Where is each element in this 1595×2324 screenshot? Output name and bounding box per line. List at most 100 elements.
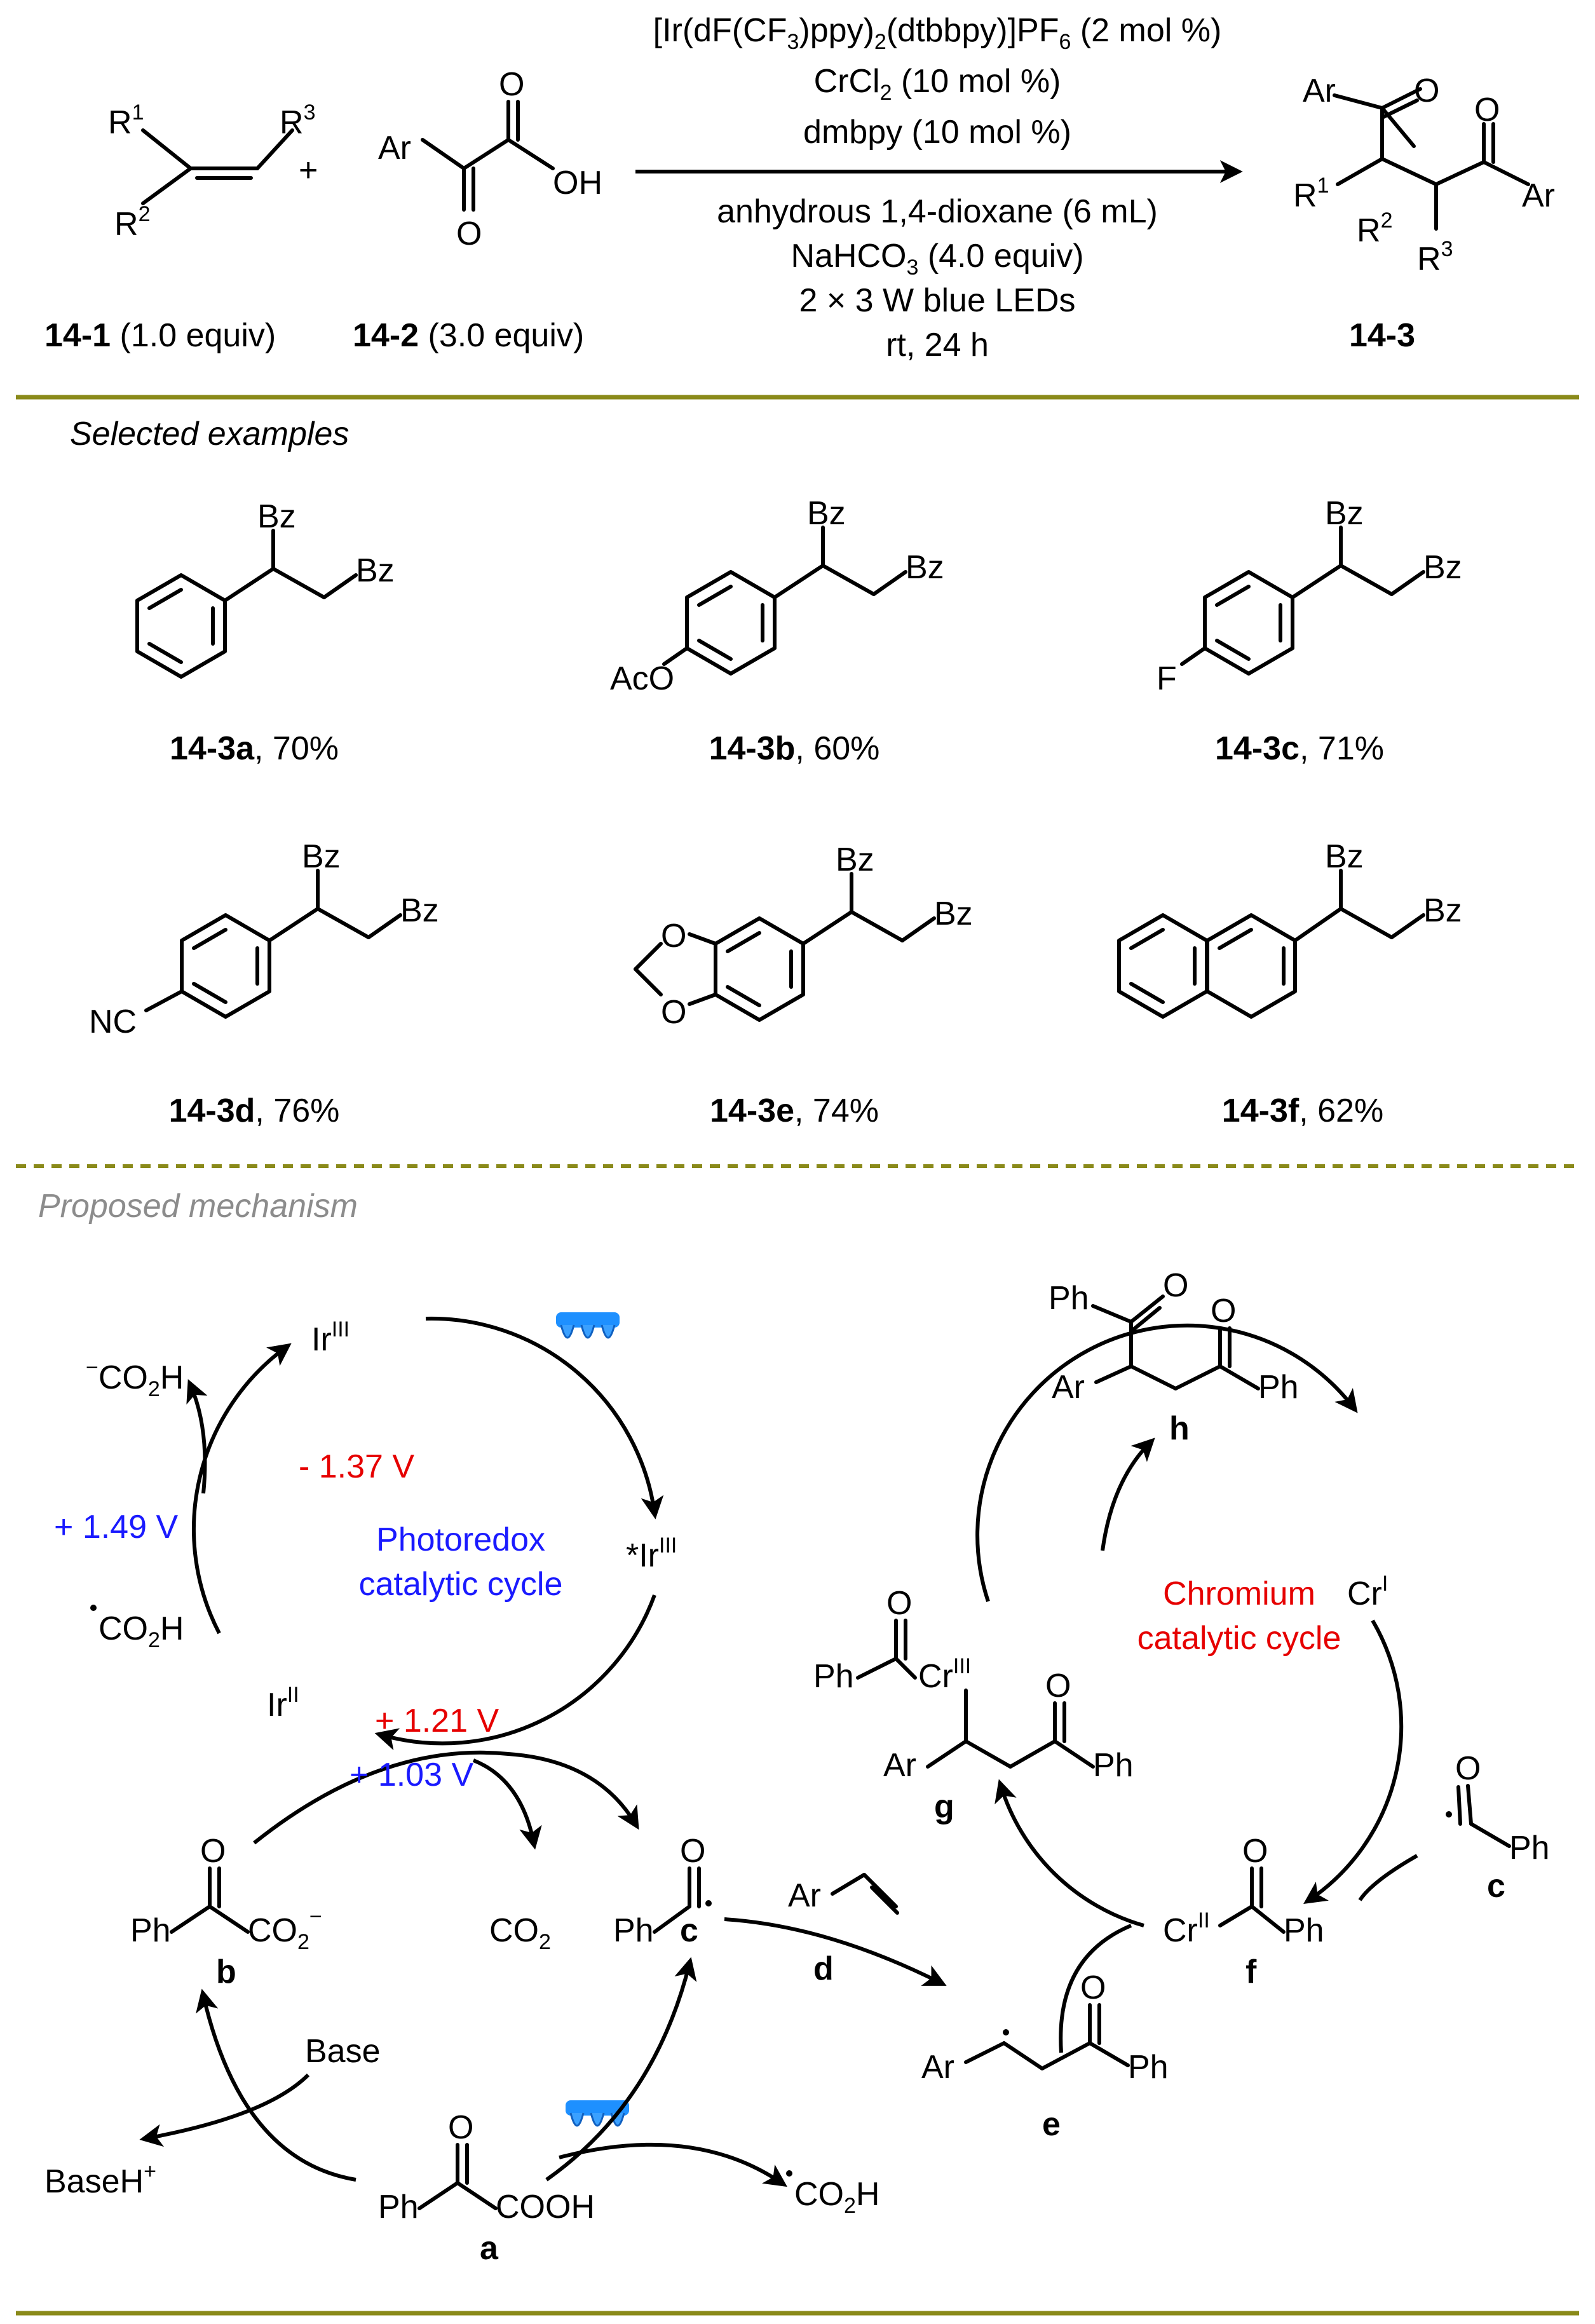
oxygen-label: O [456, 215, 482, 252]
ar-label: Ar [378, 130, 411, 166]
example-14-3c: Bz Bz F [1157, 495, 1462, 697]
potential-ir-oxidation: + 1.21 V [375, 1702, 499, 1739]
reactant2-label: 14-2 (3.0 equiv) [353, 317, 584, 354]
species-e: Ar O Ph e [921, 1969, 1169, 2143]
ligand-text: dmbpy (10 mol %) [803, 114, 1071, 151]
example-14-3e: Bz Bz O O [634, 841, 973, 1031]
cr3-label: CrIII [918, 1654, 971, 1695]
base-h-label: BaseH+ [44, 2159, 156, 2200]
deprotonation-arrow [196, 1988, 356, 2182]
phenyl-label: Ph [1128, 2049, 1169, 2086]
product-release-arrow [1101, 1437, 1155, 1551]
species-label-e: e [1042, 2106, 1061, 2143]
example-label: 14-3e, 74% [710, 1092, 879, 1129]
ar-label: Ar [788, 1877, 821, 1914]
chromium-cycle-title: catalytic cycle [1137, 1620, 1341, 1657]
radical-capture-arrow [1358, 1854, 1418, 1901]
phenyl-label: Ph [613, 1912, 654, 1949]
led-icon [555, 1311, 621, 1339]
ar-label: Ar [883, 1747, 916, 1784]
bz-label: Bz [906, 549, 944, 586]
r1-label: R1 [1293, 173, 1329, 214]
bz-label: Bz [836, 841, 874, 878]
cycle-arrow [191, 1343, 292, 1634]
co2h-radical-product: CO2H [794, 2176, 879, 2218]
phenyl-label: Ph [1258, 1369, 1299, 1406]
product-label: 14-3 [1349, 317, 1415, 354]
catalyst-text: [Ir(dF(CF3)ppy)2(dtbbpy)]PF6 (2 mol %) [653, 12, 1222, 54]
base-text: NaHCO3 (4.0 equiv) [791, 238, 1083, 280]
examples-heading: Selected examples [70, 416, 349, 452]
species-label-g: g [934, 1788, 954, 1825]
ir3-excited-species: *IrIII [626, 1533, 677, 1574]
chromium-cycle-arrow [975, 1323, 1358, 1602]
oxygen-label: O [680, 1833, 705, 1870]
temperature-time-text: rt, 24 h [886, 327, 989, 364]
side-arrow [186, 1379, 208, 1494]
co2h-radical-species: CO2H [98, 1610, 184, 1652]
bz-label: Bz [807, 495, 846, 532]
co2h-anion-species: −CO2H [86, 1356, 184, 1401]
ar-label: Ar [1522, 177, 1555, 214]
radical-dot [90, 1605, 97, 1611]
bz-label: Bz [302, 838, 341, 875]
radical-dot [786, 2170, 792, 2177]
carboxylic-acid-label: COOH [496, 2189, 595, 2225]
base-label: Base [305, 2033, 381, 2070]
oxygen-label: O [1414, 72, 1439, 109]
species-label-a: a [480, 2230, 499, 2267]
glyoxylic-acid-structure: Ar O O OH [378, 66, 602, 252]
phenyl-label: Ph [1509, 1830, 1550, 1866]
fluoro-label: F [1157, 660, 1177, 697]
bz-label: Bz [934, 895, 973, 932]
bz-label: Bz [1325, 838, 1364, 875]
r2-label: R2 [114, 202, 150, 243]
radical-addition-arrow [1059, 1924, 1132, 2053]
oxygen-label: O [661, 994, 686, 1031]
species-label-b: b [216, 1954, 236, 1990]
species-label-f: f [1245, 1954, 1257, 1990]
cr1-species: CrI [1347, 1572, 1388, 1612]
ar-label: Ar [1303, 72, 1336, 109]
bz-label: Bz [257, 498, 296, 535]
addition-arrow [724, 1917, 947, 1986]
oxygen-label: O [1474, 92, 1500, 128]
species-label-d: d [813, 1950, 834, 1987]
ir2-species: IrII [267, 1683, 299, 1723]
phenyl-label: Ph [1049, 1280, 1089, 1317]
example-label: 14-3d, 76% [169, 1092, 340, 1129]
example-label: 14-3a, 70% [170, 730, 339, 767]
example-14-3f: Bz Bz [1119, 838, 1462, 1019]
chromium-cycle-arrow [1303, 1619, 1404, 1905]
r1-label: R1 [108, 100, 144, 141]
cycle-arrow [374, 1594, 656, 1751]
species-a: Ph O COOH a [378, 2109, 595, 2267]
phenyl-label: Ph [1284, 1912, 1324, 1949]
species-label-c: c [680, 1912, 698, 1949]
species-label-c: c [1487, 1868, 1505, 1905]
oxygen-label: O [1045, 1668, 1071, 1704]
reaction-conditions: [Ir(dF(CF3)ppy)2(dtbbpy)]PF6 (2 mol %) C… [653, 12, 1222, 364]
oxygen-label: O [200, 1833, 226, 1870]
example-14-3b: Bz Bz AcO [610, 495, 944, 697]
phenyl-label: Ph [813, 1658, 854, 1695]
species-d: Ar d [788, 1873, 899, 1987]
potential-ir-reduction: - 1.37 V [299, 1448, 414, 1485]
co2-species: CO2 [489, 1912, 551, 1954]
bz-label: Bz [1423, 549, 1462, 586]
chromium-salt-text: CrCl2 (10 mol %) [814, 63, 1061, 105]
solvent-text: anhydrous 1,4-dioxane (6 mL) [717, 193, 1158, 230]
reactant1-label: 14-1 (1.0 equiv) [44, 317, 276, 354]
acetoxy-label: AcO [610, 660, 674, 697]
species-f: CrII O Ph f [1163, 1833, 1324, 1990]
example-label: 14-3c, 71% [1215, 730, 1384, 767]
oxygen-label: O [1455, 1750, 1481, 1787]
species-b: Ph O CO2− b [130, 1833, 322, 1990]
r3-label: R3 [280, 100, 315, 141]
reaction-scheme: R1 R2 R3 14-1 (1.0 equiv) + Ar O O OH 14… [44, 12, 1555, 364]
species-c: Ph O c [613, 1833, 712, 1949]
r3-label: R3 [1417, 237, 1453, 278]
base-arrow [139, 2073, 310, 2147]
potential-substrate-oxidation: + 1.03 V [350, 1757, 473, 1793]
oxygen-label: O [1242, 1833, 1268, 1870]
